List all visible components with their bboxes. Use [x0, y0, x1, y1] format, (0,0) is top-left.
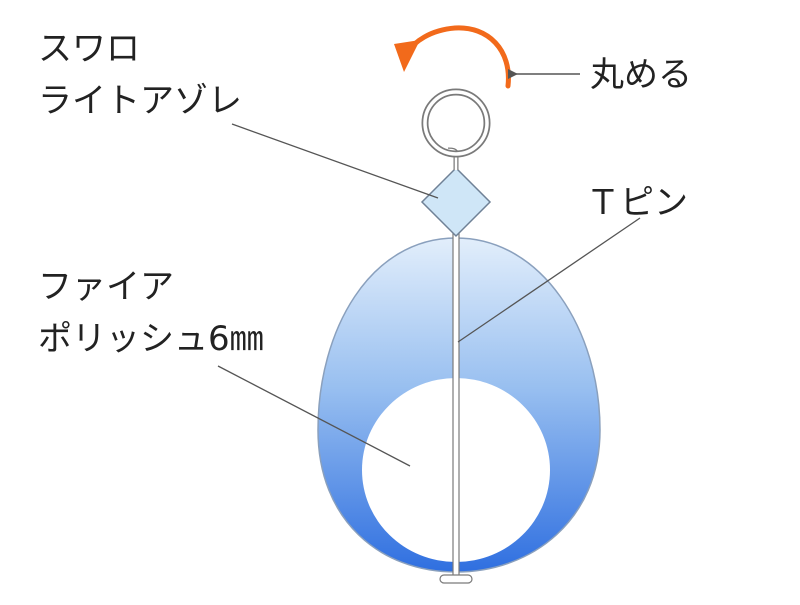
- leader-tpin: [457, 217, 641, 343]
- label-fire-polish-line1: ファイア: [38, 267, 174, 307]
- label-swarovski-line2: ライトアゾレ: [38, 81, 242, 121]
- leader-fire-polish: [217, 365, 411, 467]
- rotation-arrow: [405, 25, 511, 89]
- label-roll: 丸める: [590, 55, 692, 95]
- leader-swarovski: [231, 123, 439, 199]
- t-pin-head: [439, 574, 473, 584]
- label-swarovski-line1: スワロ: [38, 29, 140, 69]
- t-pin-wire: [452, 219, 460, 581]
- label-tpin: Ｔピン: [586, 183, 688, 223]
- swarovski-crystal: [420, 166, 492, 238]
- label-fire-polish-line2: ポリッシュ6㎜: [38, 319, 264, 359]
- rotation-arrowhead: [394, 40, 420, 72]
